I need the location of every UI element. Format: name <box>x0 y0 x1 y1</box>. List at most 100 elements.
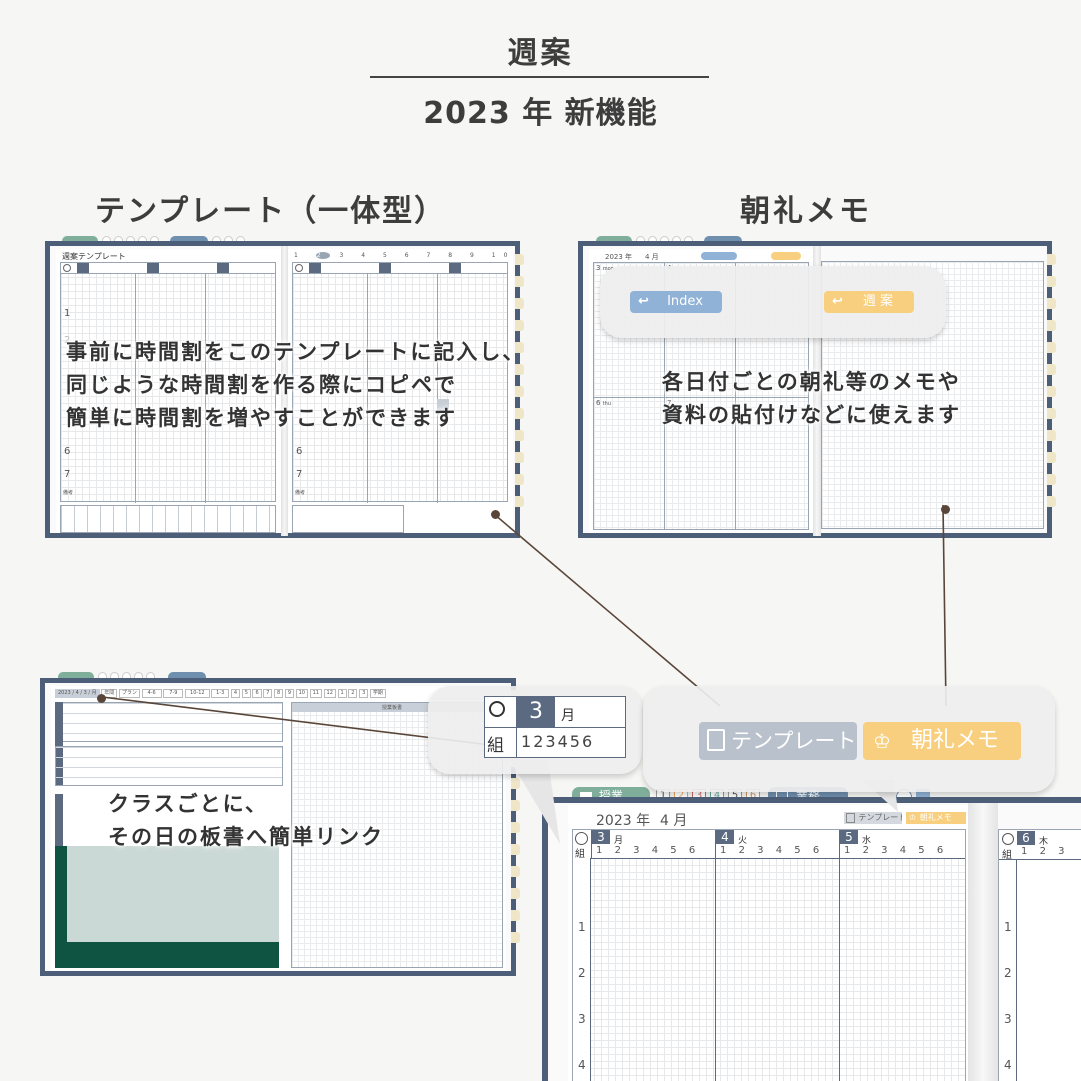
month-tab[interactable] <box>511 910 520 921</box>
class-number[interactable]: 4 <box>557 732 570 751</box>
month-tab[interactable] <box>1047 276 1056 287</box>
class-number[interactable]: 6 <box>581 732 595 751</box>
class-number[interactable]: 1 <box>720 845 727 856</box>
class-number[interactable]: 4 <box>775 845 783 856</box>
month-tab[interactable] <box>515 408 524 419</box>
class-number[interactable]: 6 <box>936 845 944 856</box>
toolbar-item[interactable]: 4 <box>230 689 241 698</box>
month-tab[interactable] <box>515 430 524 441</box>
mini-index-button[interactable] <box>701 252 737 260</box>
month-tab[interactable] <box>1047 298 1056 309</box>
class-number[interactable]: 1 <box>596 845 603 856</box>
date-digit-selected[interactable]: 2 <box>315 252 330 259</box>
month-tab[interactable] <box>515 364 524 375</box>
class-number[interactable]: 3 <box>545 732 558 751</box>
class-number[interactable]: 5 <box>794 845 801 856</box>
class-number[interactable]: 2 <box>738 845 745 856</box>
toolbar-item[interactable]: プラン <box>118 689 140 698</box>
date-badge[interactable]: 2023 / 4 / 3 / 月 <box>55 689 100 698</box>
month-tab[interactable] <box>511 778 520 789</box>
toolbar-item[interactable]: 9 <box>284 689 295 698</box>
class-number[interactable]: 2 <box>614 845 621 856</box>
class-number[interactable]: 6 <box>688 845 696 856</box>
month-tab[interactable] <box>1047 408 1056 419</box>
toolbar-item[interactable]: 10 <box>295 689 308 698</box>
month-tab[interactable] <box>511 800 520 811</box>
class-number[interactable]: 2 <box>862 845 869 856</box>
toolbar-item[interactable]: 10-12 <box>185 689 210 698</box>
toolbar-item[interactable]: 12 <box>323 689 336 698</box>
business-tab[interactable] <box>168 672 206 683</box>
date-digit[interactable]: 8 <box>448 252 461 259</box>
toolbar-item[interactable]: 11 <box>309 689 322 698</box>
class-number[interactable]: 4 <box>899 845 907 856</box>
morning-mini-button[interactable]: ♔ 朝礼メモ <box>906 812 966 824</box>
toolbar-item[interactable]: 学期 <box>369 689 386 698</box>
morning-button[interactable]: ♔ 朝礼メモ <box>863 722 1021 760</box>
month-tab[interactable] <box>1047 320 1056 331</box>
toolbar-item[interactable]: 5 <box>241 689 251 698</box>
class-number[interactable]: 4 <box>651 845 659 856</box>
month-tab[interactable] <box>515 276 524 287</box>
class-number[interactable]: 6 <box>812 845 820 856</box>
toolbar-item[interactable]: 7-9 <box>163 689 184 698</box>
date-digit[interactable]: 5 <box>383 252 395 259</box>
month-tab[interactable] <box>1047 386 1056 397</box>
toolbar-item[interactable]: 7 <box>263 689 273 698</box>
class-number[interactable]: 5 <box>569 732 582 751</box>
month-tab[interactable] <box>515 298 524 309</box>
template-mini-button[interactable]: テンプレート <box>844 812 902 824</box>
month-tab[interactable] <box>511 888 520 899</box>
month-tab[interactable] <box>1047 452 1056 463</box>
month-tab[interactable] <box>515 496 524 507</box>
lesson-tab[interactable] <box>58 672 94 683</box>
class-number[interactable]: 2 <box>533 732 546 751</box>
date-digit[interactable]: 9 <box>470 252 482 259</box>
class-number[interactable]: 1 <box>521 732 534 751</box>
date-digit[interactable]: 6 <box>404 252 417 259</box>
class-number[interactable]: 1 <box>1021 846 1028 857</box>
month-tab[interactable] <box>515 386 524 397</box>
month-tab[interactable] <box>515 342 524 353</box>
date-digit[interactable]: 10 <box>491 252 516 259</box>
class-number[interactable]: 3 <box>633 845 640 856</box>
mini-weekly-button[interactable] <box>771 252 801 260</box>
month-tab[interactable] <box>515 320 524 331</box>
toolbar-item[interactable]: 1 <box>337 689 347 698</box>
class-number[interactable]: 5 <box>670 845 677 856</box>
class-number[interactable]: 2 <box>1039 846 1046 857</box>
class-number[interactable]: 3 <box>757 845 764 856</box>
date-digit[interactable]: 1 <box>294 252 306 259</box>
class-number[interactable]: 3 <box>881 845 888 856</box>
month-tab[interactable] <box>1047 474 1056 485</box>
toolbar-item[interactable]: 1-3 <box>211 689 230 698</box>
template-button[interactable]: テンプレート <box>699 722 857 760</box>
board-heading: 授業板書 <box>382 705 403 711</box>
blackboard-image[interactable] <box>55 846 279 968</box>
month-tab[interactable] <box>511 932 520 943</box>
class-number[interactable]: 5 <box>918 845 925 856</box>
month-tab[interactable] <box>511 866 520 877</box>
index-button[interactable]: ↩ Index <box>630 291 722 313</box>
class-number[interactable]: 1 <box>844 845 851 856</box>
month-tab[interactable] <box>515 254 524 265</box>
month-tab[interactable] <box>515 474 524 485</box>
month-tab[interactable] <box>511 822 520 833</box>
toolbar-item[interactable]: 4-6 <box>141 689 162 698</box>
toolbar-item[interactable]: 3 <box>359 689 369 698</box>
weekly-button[interactable]: ↩ 週 案 <box>824 291 914 313</box>
class-number[interactable]: 3 <box>1058 846 1065 857</box>
month-tab[interactable] <box>1047 342 1056 353</box>
month-tab[interactable] <box>1047 496 1056 507</box>
month-tab[interactable] <box>515 452 524 463</box>
month-tab[interactable] <box>511 844 520 855</box>
date-digit[interactable]: 4 <box>361 252 374 259</box>
month-tab[interactable] <box>1047 254 1056 265</box>
toolbar-item[interactable]: 6 <box>252 689 262 698</box>
toolbar-item[interactable]: 8 <box>274 689 284 698</box>
toolbar-item[interactable]: 2 <box>348 689 358 698</box>
month-tab[interactable] <box>1047 364 1056 375</box>
month-tab[interactable] <box>1047 430 1056 441</box>
date-digit[interactable]: 3 <box>339 252 352 259</box>
date-digit[interactable]: 7 <box>426 252 439 259</box>
